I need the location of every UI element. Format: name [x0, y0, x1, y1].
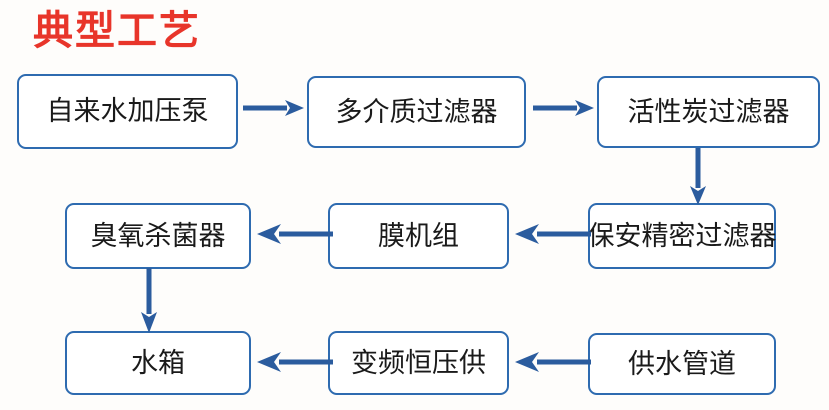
node-vfd-supply[interactable]: 变频恒压供: [328, 331, 509, 395]
node-membrane-unit[interactable]: 膜机组: [328, 203, 509, 269]
arrow-left-icon-security-to-membrane: [515, 222, 591, 246]
node-multimedia-filter[interactable]: 多介质过滤器: [307, 76, 526, 148]
node-label: 变频恒压供: [351, 347, 486, 378]
node-label: 保安精密过滤器: [587, 220, 777, 251]
node-carbon-filter[interactable]: 活性炭过滤器: [597, 76, 820, 148]
arrow-left-icon-waterpipe-to-vfd: [515, 350, 591, 374]
arrow-right-icon-multimedia-to-carbon: [533, 97, 595, 119]
node-label: 多介质过滤器: [335, 96, 498, 127]
node-water-pipe[interactable]: 供水管道: [588, 333, 776, 395]
node-security-filter[interactable]: 保安精密过滤器: [587, 203, 777, 269]
arrow-down-icon-carbon-to-security: [687, 148, 709, 206]
node-water-tank[interactable]: 水箱: [65, 331, 251, 395]
node-tapwater-pump[interactable]: 自来水加压泵: [17, 74, 238, 149]
node-label: 自来水加压泵: [46, 96, 209, 126]
node-ozone-sterilizer[interactable]: 臭氧杀菌器: [65, 203, 251, 269]
node-label: 膜机组: [378, 220, 459, 251]
arrow-down-icon-ozone-to-tank: [138, 268, 160, 334]
arrow-right-icon-tapwater-to-multimedia: [243, 97, 305, 119]
node-label: 臭氧杀菌器: [90, 220, 226, 251]
arrow-left-icon-membrane-to-ozone: [257, 222, 333, 246]
node-label: 供水管道: [628, 348, 736, 379]
node-label: 水箱: [131, 347, 185, 378]
page-title: 典型工艺: [33, 9, 201, 53]
node-label: 活性炭过滤器: [627, 96, 790, 127]
arrow-left-icon-vfd-to-tank: [257, 350, 333, 374]
